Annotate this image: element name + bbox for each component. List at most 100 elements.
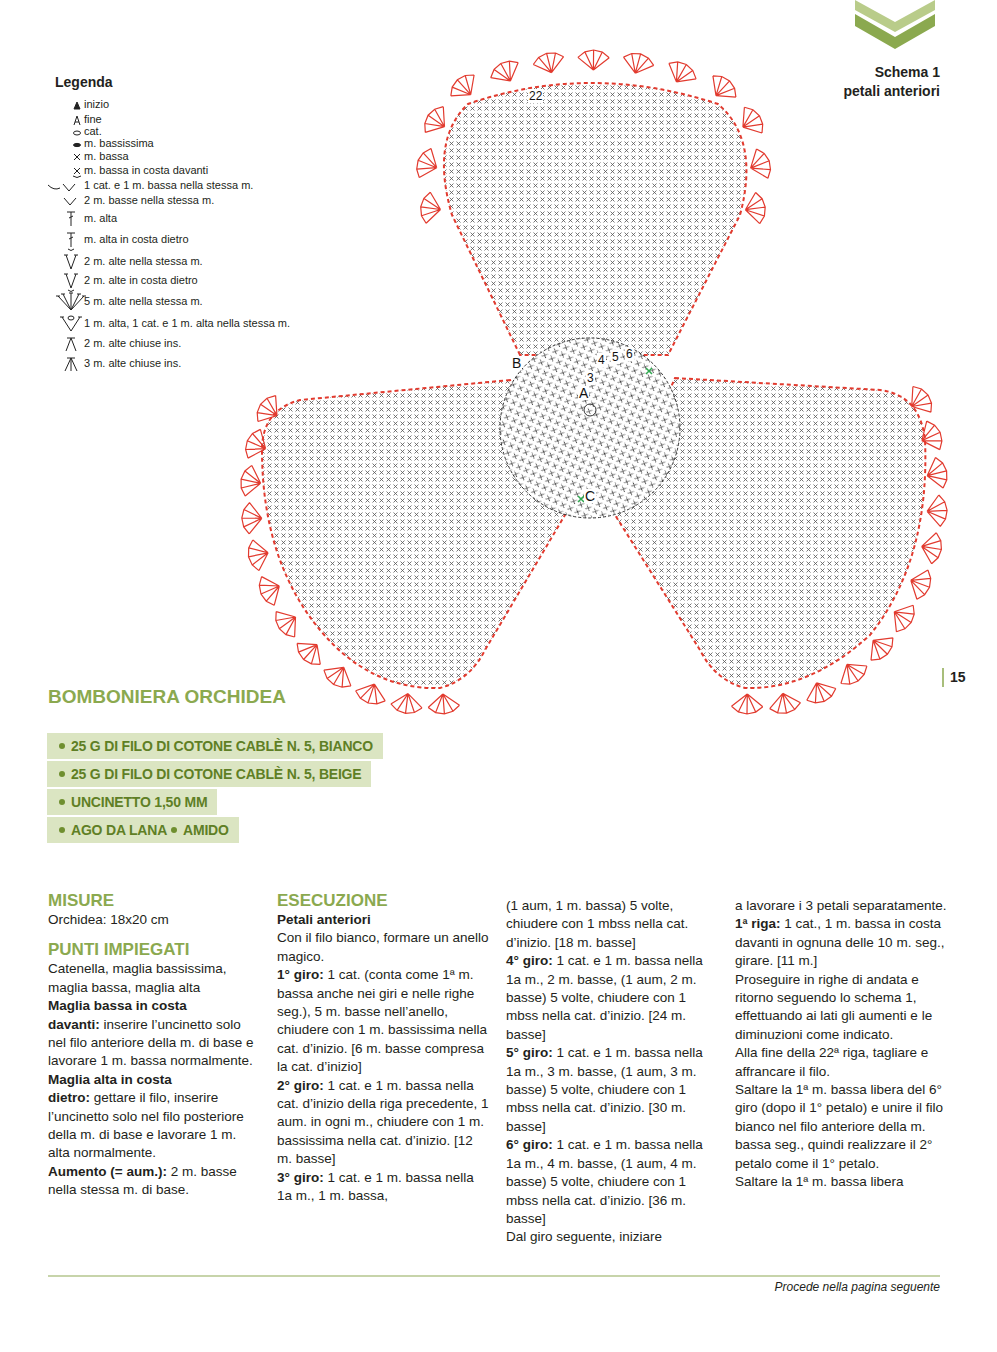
body-text: Dal giro seguente, iniziare xyxy=(506,1229,662,1244)
body-text: Saltare la 1ª m. bassa libera del 6° gir… xyxy=(735,1082,943,1171)
shell-stitch xyxy=(922,533,942,564)
paragraph: Proseguire in righe di andata e ritorno … xyxy=(735,971,947,1045)
bold-lead: Aumento (= aum.): xyxy=(48,1164,167,1179)
shell-stitch xyxy=(451,75,474,96)
material-box: UNCINETTO 1,50 MM xyxy=(47,789,217,815)
chart-marker: B xyxy=(511,356,522,370)
bold-lead: 3° giro: xyxy=(277,1170,324,1185)
petals xyxy=(262,83,925,688)
text-column: (1 aum, 1 m. bassa) 5 volte, chiudere co… xyxy=(506,897,718,1247)
bullet xyxy=(59,771,65,777)
shell-stitch xyxy=(276,612,296,637)
legend-entry: m. alta in costa dietro xyxy=(84,233,189,246)
paragraph: 3° giro:1 cat. e 1 m. bassa nella 1a m.,… xyxy=(277,1169,489,1206)
legend-entry: 5 m. alte nella stessa m. xyxy=(84,295,203,308)
legend-symbols xyxy=(48,102,86,371)
material-text: AGO DA LANA xyxy=(71,822,167,838)
legend-entry: 2 m. alte in costa dietro xyxy=(84,274,198,287)
page-title: BOMBONIERA ORCHIDEA xyxy=(48,686,286,708)
paragraph: (1 aum, 1 m. bassa) 5 volte, chiudere co… xyxy=(506,897,718,952)
chart-row-number: 22 xyxy=(528,89,543,103)
bold-lead: 5° giro: xyxy=(506,1045,553,1060)
paragraph: Aumento (= aum.):2 m. basse nella stessa… xyxy=(48,1163,260,1200)
paragraph: Saltare la 1ª m. bassa libera xyxy=(735,1173,947,1191)
chart-marker: A xyxy=(578,386,589,400)
bullet xyxy=(59,743,65,749)
shell-stitch xyxy=(927,495,947,526)
shell-stitch xyxy=(417,149,437,178)
body-text: a lavorare i 3 petali separatamente. xyxy=(735,898,947,913)
paragraph: Catenella, maglia bassissima, maglia bas… xyxy=(48,960,260,997)
shell-stitch xyxy=(257,396,277,422)
legend-entry: 1 cat. e 1 m. bassa nella stessa m. xyxy=(84,179,253,192)
legend-heading: Legenda xyxy=(55,74,113,90)
footer-rule xyxy=(48,1275,940,1277)
paragraph: Orchidea: 18x20 cm xyxy=(48,911,260,929)
paragraph: Con il filo bianco, formare un anello ma… xyxy=(277,929,489,966)
shell-stitch xyxy=(242,503,262,534)
shell-stitch xyxy=(578,50,609,70)
body-text: Proseguire in righe di andata e ritorno … xyxy=(735,972,932,1042)
material-box: 25 G DI FILO DI COTONE CABLÈ N. 5, BIANC… xyxy=(47,733,383,759)
text-column: a lavorare i 3 petali separatamente. 1ª r… xyxy=(735,897,947,1192)
legend-entry: 2 m. alte chiuse ins. xyxy=(84,337,181,350)
paragraph: 4° giro:1 cat. e 1 m. bassa nella 1a m.,… xyxy=(506,952,718,1044)
schema-heading: petali anteriori xyxy=(844,83,940,99)
shell-stitch xyxy=(745,193,765,224)
bold-lead: 1° giro: xyxy=(277,967,324,982)
bullet xyxy=(59,799,65,805)
shell-stitch xyxy=(743,107,763,133)
bold-lead: 1ª riga: xyxy=(735,916,781,931)
shell-stitch xyxy=(927,458,947,488)
shell-stitch xyxy=(911,570,931,599)
legend-entry: fine xyxy=(84,113,102,126)
body-text: Orchidea: 18x20 cm xyxy=(48,912,169,927)
paragraph: Dal giro seguente, iniziare xyxy=(506,1228,718,1246)
paragraph: 5° giro:1 cat. e 1 m. bassa nella 1a m.,… xyxy=(506,1044,718,1136)
shell-stitch xyxy=(751,149,771,178)
shell-stitch xyxy=(533,53,563,73)
section-heading: ESECUZIONE xyxy=(277,890,489,911)
paragraph: 1ª riga:1 cat., 1 m. bassa in costa dava… xyxy=(735,915,947,970)
shell-stitch xyxy=(246,429,266,458)
chart-marker: C xyxy=(584,489,596,503)
shell-stitch xyxy=(391,694,422,714)
bullet xyxy=(171,827,177,833)
material-text: AMIDO xyxy=(183,822,229,838)
shell-stitch xyxy=(241,465,261,496)
shell-stitch xyxy=(912,387,932,413)
shell-stitch xyxy=(770,693,801,713)
shell-stitch xyxy=(324,667,351,687)
section-heading: MISURE xyxy=(48,890,260,911)
legend-entry: cat. xyxy=(84,125,102,138)
shell-stitch xyxy=(871,638,893,660)
legend-entry: m. bassa xyxy=(84,150,129,163)
paragraph: 2° giro:1 cat. e 1 m. bassa nella cat. d… xyxy=(277,1077,489,1169)
paragraph: 1° giro:1 cat. (conta come 1ª m. bassa a… xyxy=(277,966,489,1076)
section-heading: PUNTI IMPIEGATI xyxy=(48,939,260,960)
material-box: AGO DA LANA AMIDO xyxy=(47,817,239,843)
material-box: 25 G DI FILO DI COTONE CABLÈ N. 5, BEIGE xyxy=(47,761,371,787)
footer-note: Procede nella pagina seguente xyxy=(775,1280,940,1294)
chart-round-number: 4 xyxy=(597,353,606,367)
shell-stitch xyxy=(894,605,914,631)
material-text: UNCINETTO 1,50 MM xyxy=(71,794,207,810)
text-column: MISUREOrchidea: 18x20 cm PUNTI IMPIEGATIC… xyxy=(48,890,260,1200)
bullet xyxy=(59,827,65,833)
chart-round-number: 3 xyxy=(586,371,595,385)
shell-stitch xyxy=(624,54,654,74)
paragraph: Maglia alta in costa dietro:gettare il f… xyxy=(48,1071,260,1163)
paragraph: a lavorare i 3 petali separatamente. xyxy=(735,897,947,915)
paragraph: Alla fine della 22ª riga, tagliare e aff… xyxy=(735,1044,947,1081)
bold-lead: 2° giro: xyxy=(277,1078,324,1093)
shell-stitch xyxy=(669,62,696,82)
shell-stitch xyxy=(491,61,519,81)
body-text: Alla fine della 22ª riga, tagliare e aff… xyxy=(735,1045,928,1078)
shell-stitch xyxy=(421,192,441,223)
material-text: 25 G DI FILO DI COTONE CABLÈ N. 5, BEIGE xyxy=(71,766,361,782)
bold-lead: Petali anteriori xyxy=(277,912,371,927)
body-text: (1 aum, 1 m. bassa) 5 volte, chiudere co… xyxy=(506,898,688,950)
legend-entry: 2 m. basse nella stessa m. xyxy=(84,194,214,207)
shell-stitch xyxy=(713,76,736,97)
